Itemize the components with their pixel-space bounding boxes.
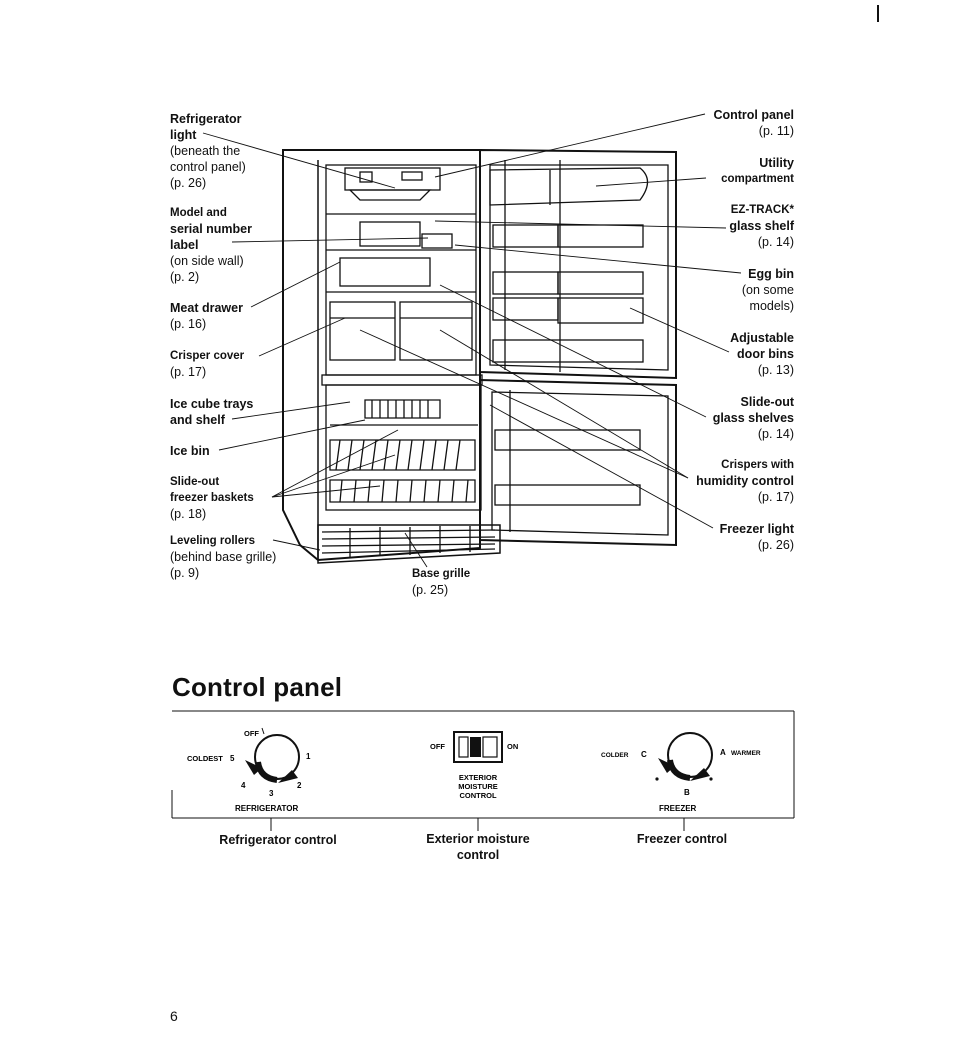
label-refrigerator-light: Refrigerator light (beneath the control … (170, 111, 260, 191)
ez-track-page: (p. 14) (757, 235, 794, 249)
ice-cube-trays-title-1: Ice cube trays (170, 397, 254, 411)
meat-drawer-page: (p. 16) (170, 317, 207, 331)
control-panel-heading: Control panel (172, 672, 343, 702)
door-bins-title-2: door bins (737, 347, 794, 361)
meat-drawer-title: Meat drawer (170, 301, 243, 315)
ref-dial-label: REFRIGERATOR (235, 804, 298, 813)
label-utility-compartment: Utility compartment (721, 155, 794, 187)
egg-bin-line-1: (on some (741, 283, 794, 297)
ref-dial-coldest: COLDEST (187, 754, 223, 763)
crisper-cover-title: Crisper cover (170, 350, 245, 362)
freezer-light-page: (p. 26) (757, 538, 794, 552)
ez-track-title-1: EZ-TRACK* (730, 204, 794, 216)
label-leveling-rollers: Leveling rollers (behind base grille) (p… (170, 533, 276, 581)
leveling-rollers-title: Leveling rollers (170, 535, 256, 547)
model-serial-title-2: serial number (170, 222, 252, 236)
label-freezer-light: Freezer light (p. 26) (720, 521, 794, 553)
switch-label-1: EXTERIOR (459, 773, 498, 782)
refrigerator-light-line-1: (beneath the (170, 144, 241, 158)
label-ez-track-glass-shelf: EZ-TRACK* glass shelf (p. 14) (729, 202, 794, 250)
glass-shelves-page: (p. 14) (757, 427, 794, 441)
leveling-rollers-line-1: (behind base grille) (170, 550, 277, 564)
utility-title-2: compartment (721, 173, 794, 185)
refrigerator-light-line-2: control panel) (170, 160, 246, 174)
label-ice-cube-trays: Ice cube trays and shelf (170, 396, 253, 428)
switch-on-label: ON (507, 742, 518, 751)
freezer-dial-c: C (641, 750, 647, 759)
base-grille-page: (p. 25) (412, 583, 449, 597)
model-serial-line-1: (on side wall) (170, 254, 244, 268)
freezer-dial-label: FREEZER (659, 804, 697, 813)
door-bins-title-1: Adjustable (730, 331, 794, 345)
moisture-switch[interactable] (453, 731, 503, 763)
switch-label-3: CONTROL (459, 791, 496, 800)
switch-off-label: OFF (430, 742, 445, 751)
glass-shelves-title-2: glass shelves (712, 411, 794, 425)
freezer-light-title: Freezer light (719, 522, 794, 536)
egg-bin-line-2: models) (749, 299, 794, 313)
label-model-serial: Model and serial number label (on side w… (170, 205, 252, 285)
label-meat-drawer: Meat drawer (p. 16) (170, 300, 243, 332)
refrigerator-dial (245, 727, 300, 783)
freezer-dial (655, 732, 713, 781)
label-crispers-humidity: Crispers with humidity control (p. 17) (696, 457, 794, 505)
refrigerator-illustration (202, 113, 742, 568)
label-slideout-glass-shelves: Slide-out glass shelves (p. 14) (713, 394, 794, 442)
freezer-dial-warmer: WARMER (731, 750, 761, 757)
model-serial-page: (p. 2) (170, 270, 200, 284)
label-slideout-freezer-baskets: Slide-out freezer baskets (p. 18) (170, 474, 254, 522)
ref-dial-off: OFF (244, 729, 259, 738)
ref-dial-2: 2 (297, 781, 302, 790)
page-number: 6 (170, 1008, 178, 1024)
control-panel-diagram: OFF COLDEST 1 2 3 4 5 REFRIGERATOR OFF O… (171, 710, 795, 831)
caption-exterior-moisture-control: Exterior moisture control (426, 832, 530, 862)
switch-label-2: MOISTURE (458, 782, 498, 791)
model-serial-title-1: Model and (170, 207, 227, 219)
label-control-panel: Control panel (p. 11) (713, 107, 794, 139)
door-bins-page: (p. 13) (757, 363, 794, 377)
freezer-dial-a: A (720, 748, 726, 757)
slideout-baskets-title-1: Slide-out (170, 476, 220, 488)
egg-bin-title: Egg bin (748, 267, 794, 281)
ice-cube-trays-title-2: and shelf (170, 413, 225, 427)
label-base-grille: Base grille (p. 25) (412, 566, 470, 598)
base-grille-title: Base grille (412, 568, 471, 580)
caption-freezer-control: Freezer control (636, 832, 728, 846)
label-adjustable-door-bins: Adjustable door bins (p. 13) (730, 330, 794, 378)
model-serial-title-3: label (170, 238, 199, 252)
refrigerator-light-title: Refrigerator light (170, 112, 242, 142)
control-panel-page: (p. 11) (758, 124, 794, 138)
margin-bar (877, 5, 879, 22)
control-panel-title: Control panel (713, 108, 794, 122)
ez-track-title-2: glass shelf (729, 219, 794, 233)
crispers-title-2: humidity control (696, 474, 794, 488)
label-crisper-cover: Crisper cover (p. 17) (170, 348, 244, 380)
label-ice-bin: Ice bin (170, 443, 210, 459)
crispers-page: (p. 17) (757, 490, 794, 504)
freezer-dial-colder: COLDER (601, 752, 629, 759)
crispers-title-1: Crispers with (721, 459, 794, 471)
slideout-baskets-page: (p. 18) (170, 507, 207, 521)
ref-dial-1: 1 (306, 752, 311, 761)
leveling-rollers-page: (p. 9) (170, 566, 200, 580)
utility-title-1: Utility (759, 156, 794, 170)
ref-dial-5: 5 (230, 754, 235, 763)
freezer-dial-b: B (684, 788, 690, 797)
ice-bin-title: Ice bin (170, 444, 210, 458)
crisper-cover-page: (p. 17) (170, 365, 207, 379)
ref-dial-3: 3 (269, 789, 274, 798)
ref-dial-4: 4 (241, 781, 246, 790)
caption-refrigerator-control: Refrigerator control (219, 833, 337, 847)
refrigerator-light-page: (p. 26) (170, 176, 207, 190)
glass-shelves-title-1: Slide-out (740, 395, 794, 409)
label-egg-bin: Egg bin (on some models) (742, 266, 794, 314)
slideout-baskets-title-2: freezer baskets (170, 492, 254, 504)
